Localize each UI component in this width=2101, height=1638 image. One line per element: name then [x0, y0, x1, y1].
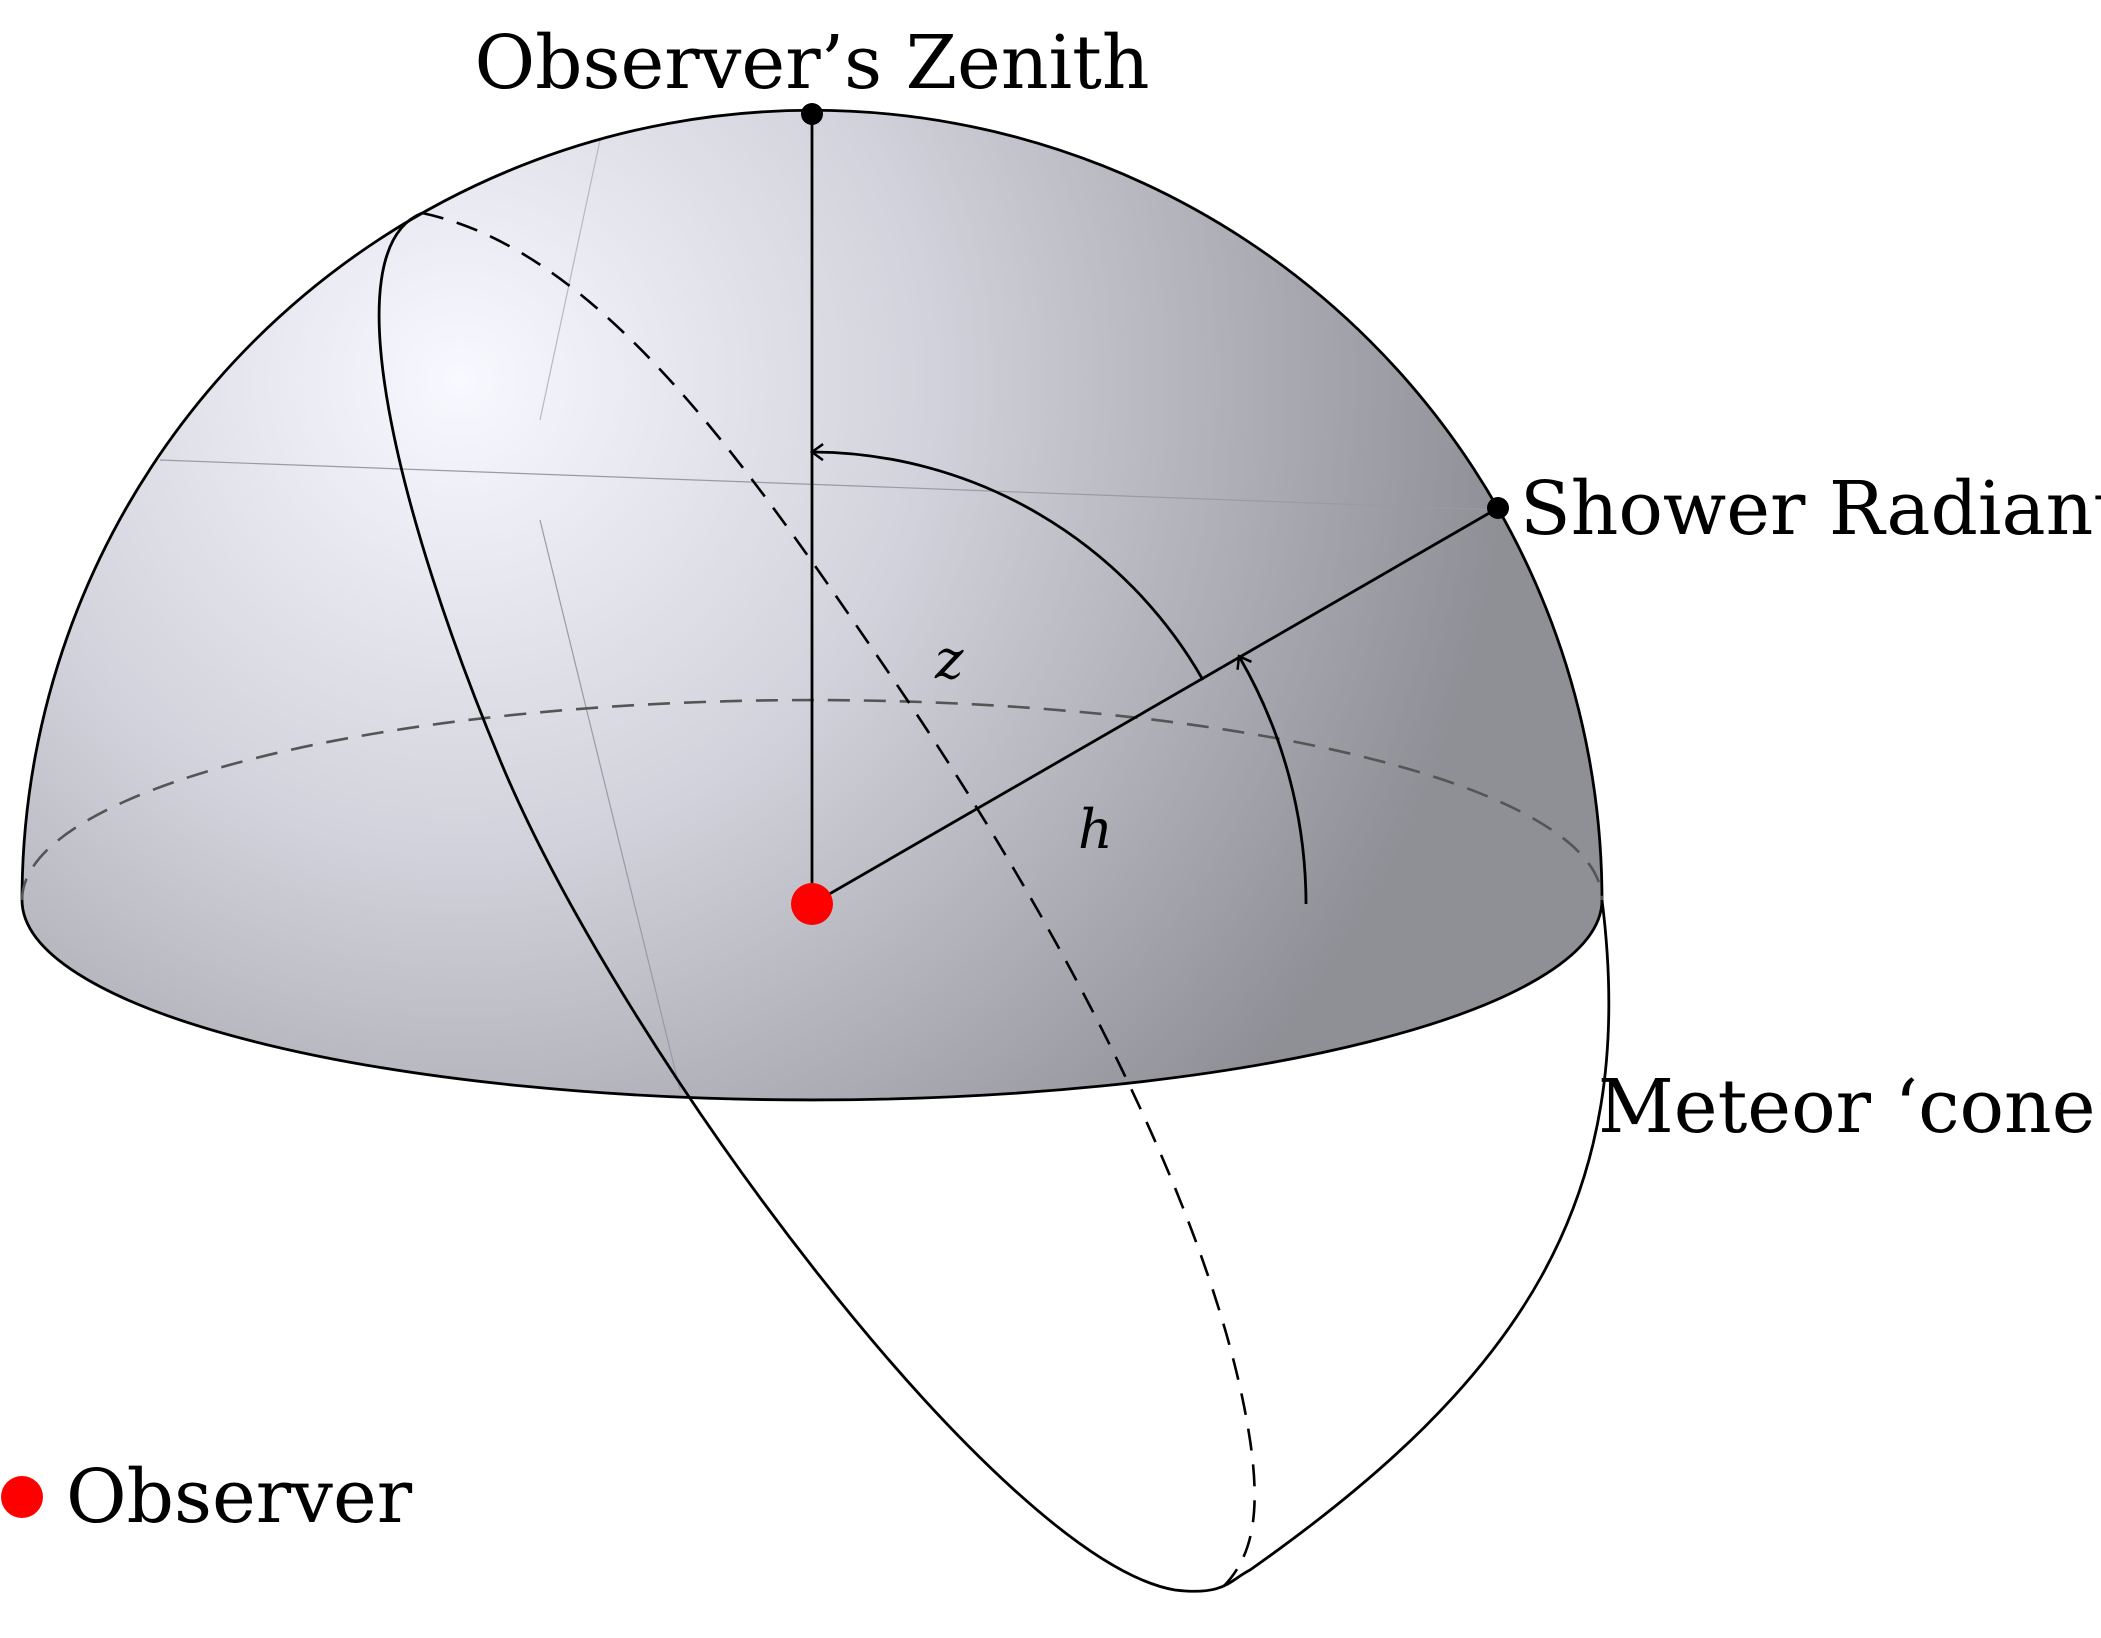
- h-angle-label: h: [1078, 798, 1113, 861]
- meteor-cone-outline: [377, 211, 1611, 1593]
- radiant-line: [811, 506, 1499, 906]
- observer-legend-label: Observer: [66, 1454, 413, 1540]
- faint-guide-line: [539, 519, 681, 1091]
- meteor-cone-hidden-edge: [421, 211, 1256, 1589]
- zenith-point: [801, 103, 823, 125]
- radiant-label: Shower Radiant: [1520, 466, 2101, 552]
- horizon-front: [20, 899, 1604, 1102]
- radiant-point: [1487, 497, 1509, 519]
- zenith-label: Observer’s Zenith: [474, 20, 1149, 106]
- faint-guide-line: [159, 459, 1501, 511]
- altitude-arc: [1236, 654, 1308, 905]
- faint-guide-line: [539, 139, 601, 421]
- zenith-distance-arc: [809, 443, 1205, 681]
- meteor-cone-label: Meteor ‘cone’: [1598, 1064, 2101, 1150]
- observer-point: [791, 883, 833, 925]
- z-angle-label: z: [934, 628, 964, 691]
- observer-legend-marker: [1, 1476, 43, 1518]
